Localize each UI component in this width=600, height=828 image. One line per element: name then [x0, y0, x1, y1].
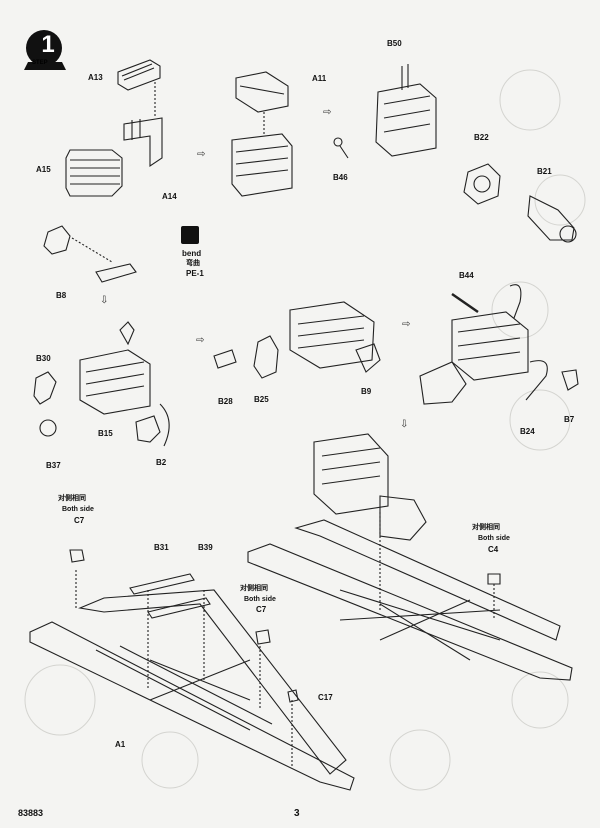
part-a14-bracket [123, 117, 163, 168]
bend-label-en: bend [182, 249, 202, 258]
part-a13-cover [117, 59, 161, 91]
part-label-b2: B2 [156, 458, 167, 467]
flow-arrow-icon: ⇨ [402, 319, 411, 330]
part-label-pe1: PE-1 [186, 269, 204, 278]
both-side-cn-right: 对側相同 [472, 523, 500, 531]
part-label-b9: B9 [361, 387, 372, 396]
part-label-b7: B7 [564, 415, 575, 424]
part-a11-block [231, 71, 293, 197]
bend-label-cn: 弯曲 [186, 259, 200, 267]
step-number: 1 [41, 31, 55, 58]
flow-arrow-icon: ⇨ [323, 107, 332, 118]
step-label: STEP [32, 60, 48, 66]
flow-arrow-icon: ⇩ [100, 295, 109, 306]
part-label-b37: B37 [46, 461, 61, 470]
part-label-a14: A14 [162, 192, 177, 201]
part-label-b25: B25 [254, 395, 269, 404]
flow-arrow-icon: ⇨ [196, 335, 205, 346]
part-label-a11: A11 [312, 74, 327, 83]
chassis-frame-left [29, 549, 355, 791]
part-label-b22: B22 [474, 133, 489, 142]
both-side-en-left: Both side [62, 506, 94, 513]
both-side-en-mid: Both side [244, 596, 276, 603]
part-label-b39: B39 [198, 543, 213, 552]
part-b8-bracket [43, 225, 137, 283]
bend-icon [181, 226, 199, 244]
part-engine-right [419, 284, 579, 405]
part-label-b46: B46 [333, 173, 348, 182]
part-label-b44: B44 [459, 271, 474, 280]
part-label-c7-mid: C7 [256, 605, 267, 614]
part-label-b21: B21 [537, 167, 552, 176]
part-a15-block [65, 149, 123, 197]
part-label-b15: B15 [98, 429, 113, 438]
part-label-a15: A15 [36, 165, 51, 174]
part-label-c7-left: C7 [74, 516, 85, 525]
part-label-b24: B24 [520, 427, 535, 436]
part-label-b31: B31 [154, 543, 169, 552]
part-engine-left [33, 321, 170, 447]
part-label-b8: B8 [56, 291, 67, 300]
part-label-a1: A1 [115, 740, 126, 749]
footer-product-code: 83883 [18, 808, 44, 818]
both-side-cn-left: 对側相同 [58, 494, 86, 502]
step-badge-icon [24, 30, 66, 70]
part-engine-middle [213, 301, 381, 379]
part-label-c4: C4 [488, 545, 499, 554]
flow-arrow-icon: ⇩ [400, 419, 409, 430]
part-label-b28: B28 [218, 397, 233, 406]
part-label-b30: B30 [36, 354, 51, 363]
part-label-c17: C17 [318, 693, 333, 702]
part-label-b50: B50 [387, 39, 402, 48]
part-c7-mid-shape [255, 629, 271, 645]
flow-arrow-icon: ⇨ [197, 149, 206, 160]
part-c17-shape [287, 689, 299, 703]
chassis-frame-right [247, 519, 573, 681]
both-side-cn-mid: 对側相同 [240, 584, 268, 592]
part-engine-assembled [313, 433, 427, 610]
part-label-a13: A13 [88, 73, 103, 82]
both-side-en-right: Both side [478, 535, 510, 542]
part-engine-top-right [333, 64, 577, 243]
footer-page-number: 3 [294, 808, 300, 819]
